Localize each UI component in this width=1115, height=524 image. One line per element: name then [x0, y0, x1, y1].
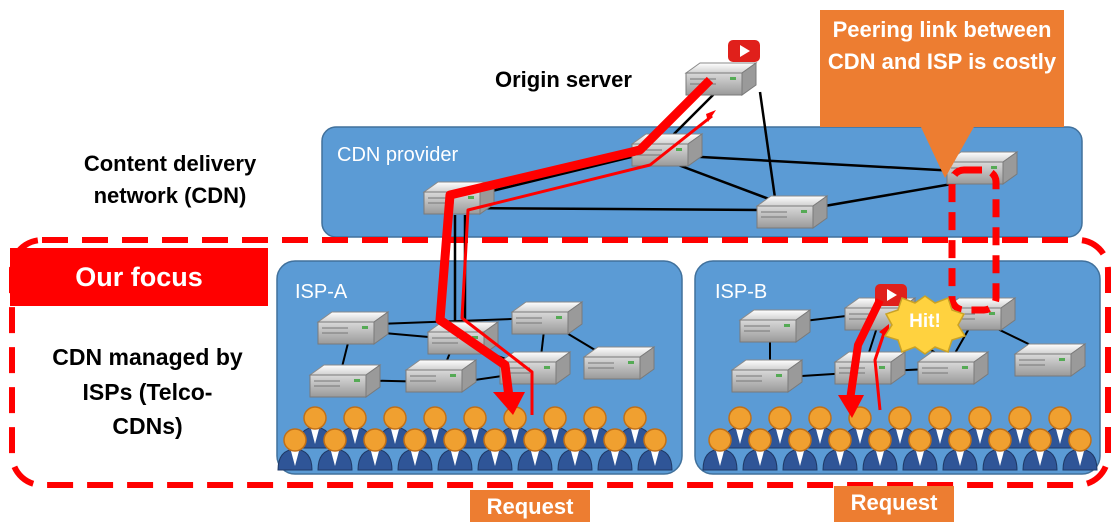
- peering-callout: Peering link between CDN and ISP is cost…: [820, 10, 1064, 127]
- youtube-icon: [728, 40, 760, 62]
- isp-b-server-icon: [1014, 343, 1086, 377]
- our-focus-banner: Our focus: [10, 248, 268, 306]
- telco-cdn-label: CDN managed by ISPs (Telco-CDNs): [52, 344, 243, 439]
- origin-server-label: Origin server: [495, 67, 632, 92]
- cdn-provider-label: CDN provider: [337, 144, 459, 166]
- isp-a-server-icon: [511, 301, 583, 335]
- arrow-icon: [706, 110, 716, 122]
- isp-a-server-icon: [405, 359, 477, 393]
- isp-b-server-icon: [834, 351, 906, 385]
- focus-region: [9, 237, 1111, 488]
- isp-b-server-icon: [731, 359, 803, 393]
- isp-a-server-icon: [583, 346, 655, 380]
- request-path-isp-a: [435, 76, 714, 415]
- request-label-isp-b: Request: [834, 486, 954, 522]
- peering-link-highlight: [948, 166, 1000, 314]
- callout-pointer: [920, 125, 975, 178]
- isp-b-server-icon: [917, 351, 989, 385]
- cdn-server-icon: [756, 195, 828, 229]
- isp-b-label: ISP-B: [715, 281, 768, 303]
- isp-b-server-icon: [739, 309, 811, 343]
- isp-a-label: ISP-A: [295, 281, 348, 303]
- request-path-isp-b: [846, 298, 887, 411]
- isp-a-server-icon: [309, 364, 381, 398]
- hit-burst: [883, 295, 967, 355]
- cdn-links: [453, 91, 976, 335]
- arrow-icon: [838, 395, 864, 418]
- hit-label: Hit!: [909, 311, 941, 332]
- isp-a-server-icon: [317, 311, 389, 345]
- request-label-isp-a: Request: [470, 490, 590, 522]
- arrow-icon: [493, 392, 525, 415]
- cdn-title-label: Content delivery network (CDN): [83, 151, 257, 208]
